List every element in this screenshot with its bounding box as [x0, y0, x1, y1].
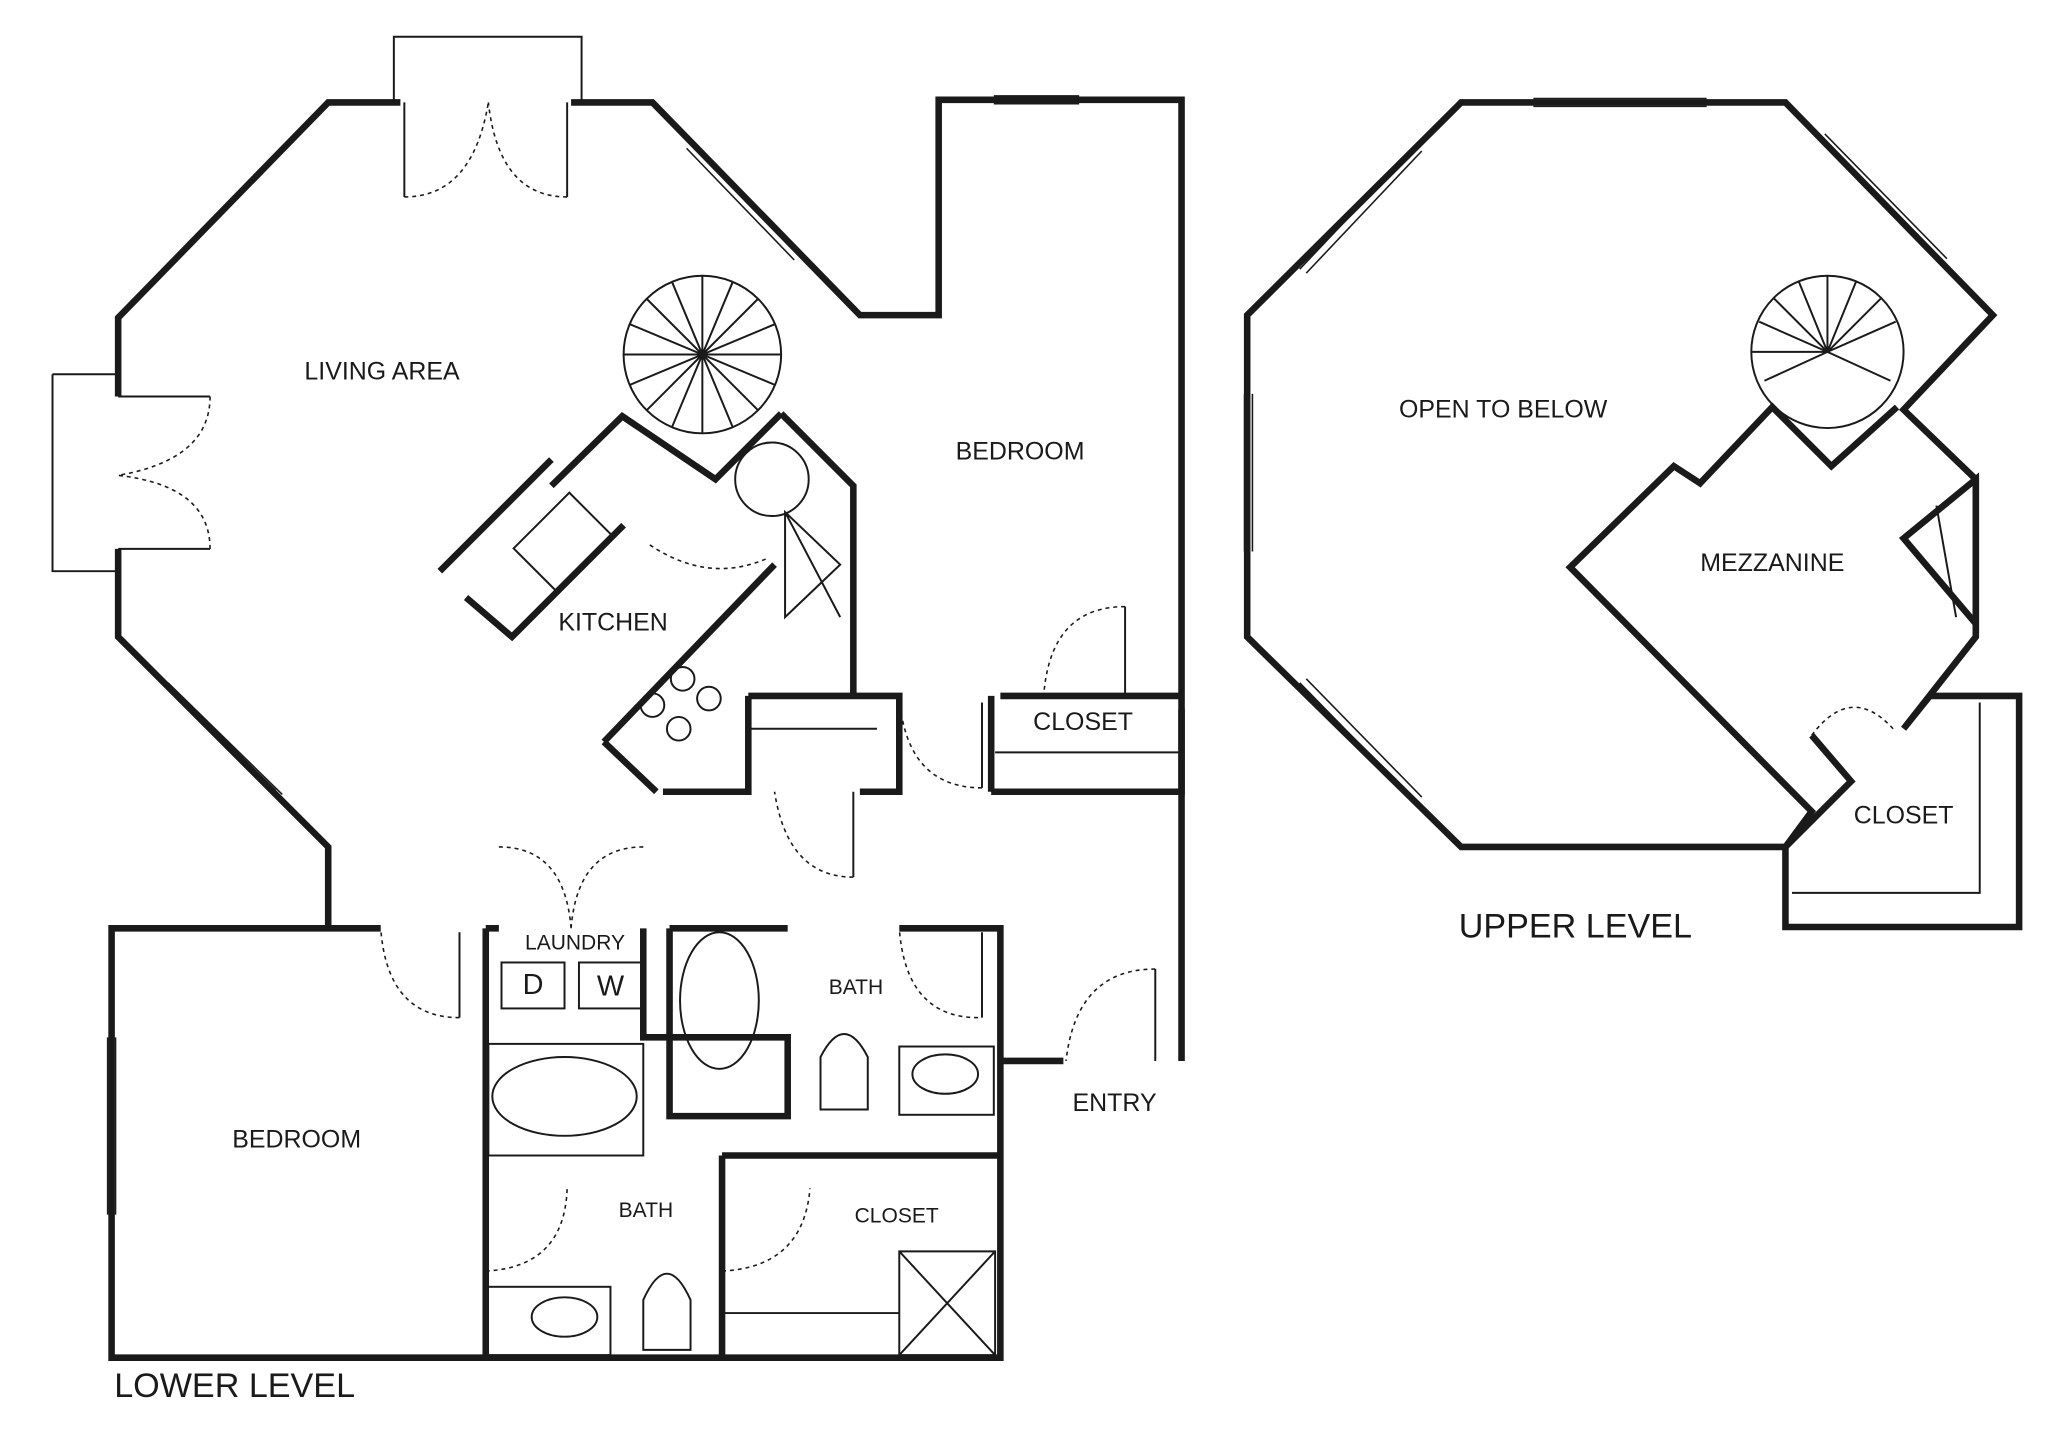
pantry-shelf-icon — [784, 509, 842, 620]
toilet-icon — [819, 1033, 869, 1111]
room-label-laundry: LAUNDRY — [525, 931, 625, 954]
bathtub-icon-2 — [491, 1056, 638, 1137]
water-heater-icon — [734, 441, 810, 518]
dryer-label: D — [523, 969, 544, 1001]
room-label-bath-1: BATH — [829, 976, 883, 999]
bathtub-icon — [679, 931, 760, 1070]
upper-level-walls — [1243, 99, 2023, 931]
room-label-closet-2: CLOSET — [855, 1204, 939, 1227]
lower-level-title: LOWER LEVEL — [114, 1367, 355, 1405]
room-label-bedroom-1: BEDROOM — [956, 438, 1085, 466]
room-label-kitchen: KITCHEN — [558, 608, 667, 636]
lower-level-doors — [118, 102, 1157, 1272]
washer-icon — [577, 961, 643, 1010]
bath-sink-icon — [911, 1053, 980, 1095]
washer-label: W — [597, 970, 625, 1002]
upper-level-windows — [1243, 97, 1948, 802]
room-label-entry: ENTRY — [1073, 1089, 1157, 1117]
dryer-icon — [500, 961, 566, 1010]
lower-level-walls — [51, 35, 1185, 1361]
lower-level-fixtures — [484, 274, 1179, 1357]
room-label-closet-1: CLOSET — [1033, 708, 1133, 736]
upper-level-labels: OPEN TO BELOW MEZZANINE CLOSET UPPER LEV… — [1399, 396, 1953, 946]
bath-sink-icon-2 — [530, 1296, 599, 1338]
room-label-closet-upper: CLOSET — [1854, 801, 1954, 829]
room-label-bedroom-2: BEDROOM — [232, 1126, 361, 1154]
toilet-icon-2 — [642, 1272, 692, 1351]
room-label-bath-2: BATH — [619, 1199, 673, 1222]
stove-icon — [639, 666, 722, 742]
lower-level-windows — [106, 95, 1080, 1215]
upper-level-fixtures — [1750, 274, 1905, 736]
room-label-open-to-below: OPEN TO BELOW — [1399, 396, 1608, 424]
lower-level-labels: LIVING AREA KITCHEN BEDROOM CLOSET LAUND… — [114, 357, 1157, 1405]
room-label-mezzanine: MEZZANINE — [1700, 549, 1844, 577]
linen-shelf-icon — [898, 1250, 997, 1357]
room-label-living-area: LIVING AREA — [304, 357, 460, 385]
upper-level-title: UPPER LEVEL — [1459, 908, 1692, 946]
kitchen-sink-icon — [512, 491, 613, 592]
